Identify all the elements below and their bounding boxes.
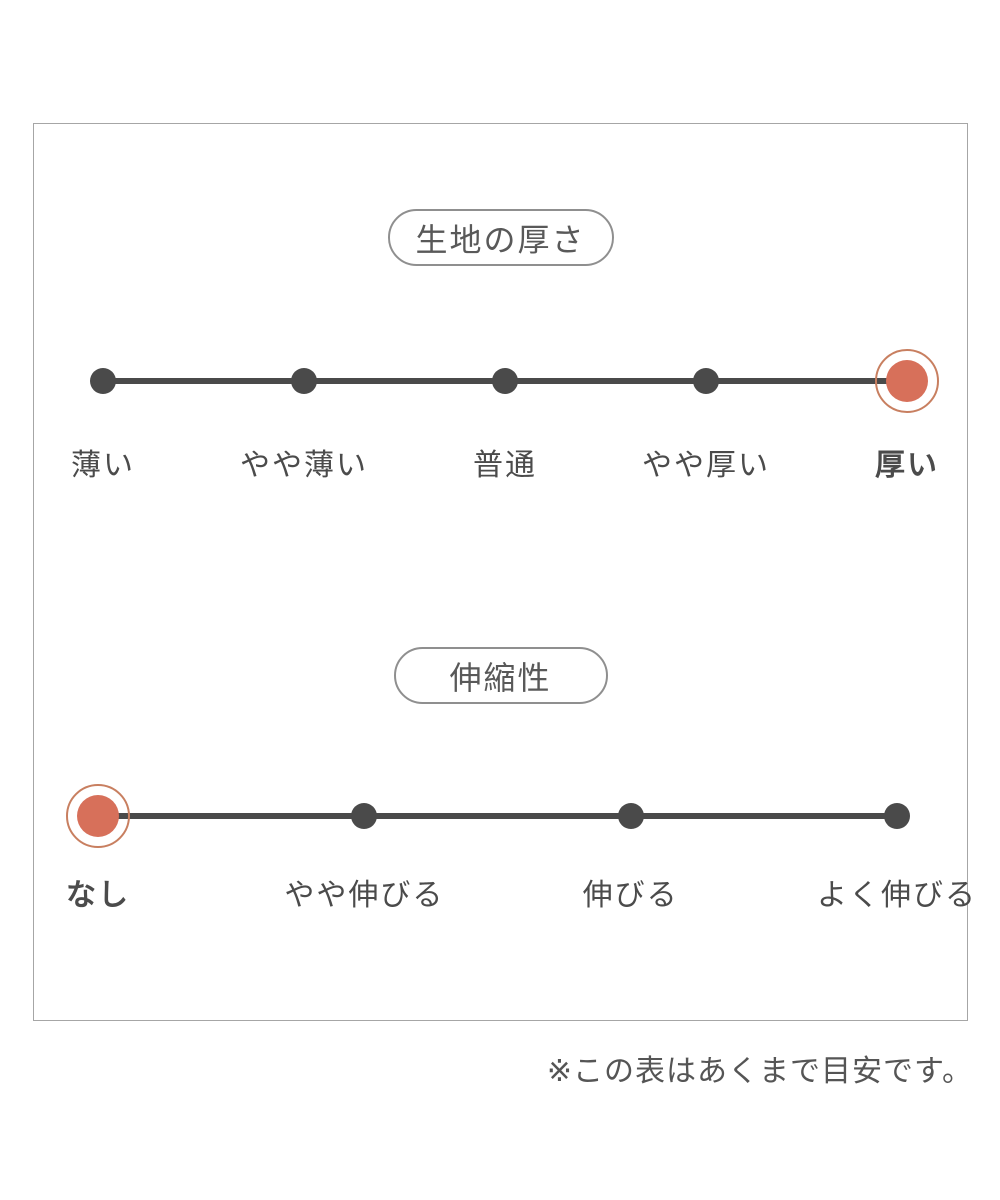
scale-dot [617,803,644,829]
section-title: 生地の厚さ [415,220,586,259]
selected-dot [66,784,130,848]
scale-dot [492,368,518,394]
section-title-pill: 伸縮性 [393,647,608,704]
scale-dot [351,803,378,829]
scale-label: やや薄い [240,448,368,483]
scale-label: 伸びる [582,878,679,913]
section-title: 伸縮性 [449,658,552,697]
scale-label: よく伸びる [817,878,977,913]
selected-dot-ring [875,349,939,413]
scale-label: 薄い [71,448,135,483]
scale-label: 普通 [473,448,537,483]
scale-label: やや伸びる [284,878,445,913]
scale-dot [291,368,317,394]
scale-line [98,813,897,819]
scale-label-selected: なし [66,878,130,913]
footnote: ※この表はあくまで目安です。 [546,1054,973,1089]
scale-dot [884,803,910,829]
selected-dot [875,349,939,413]
section-title-pill: 生地の厚さ [387,209,614,266]
selected-dot-ring [66,784,130,848]
scale-dot [90,368,116,394]
scale-label-selected: 厚い [875,448,939,483]
scale-label: やや厚い [642,448,770,483]
chart-frame: 生地の厚さ 薄い やや薄い 普通 やや厚い 厚い 伸縮性 なし やや伸びる 伸びる よく伸びる [33,123,975,1021]
scale-dot [693,368,719,394]
